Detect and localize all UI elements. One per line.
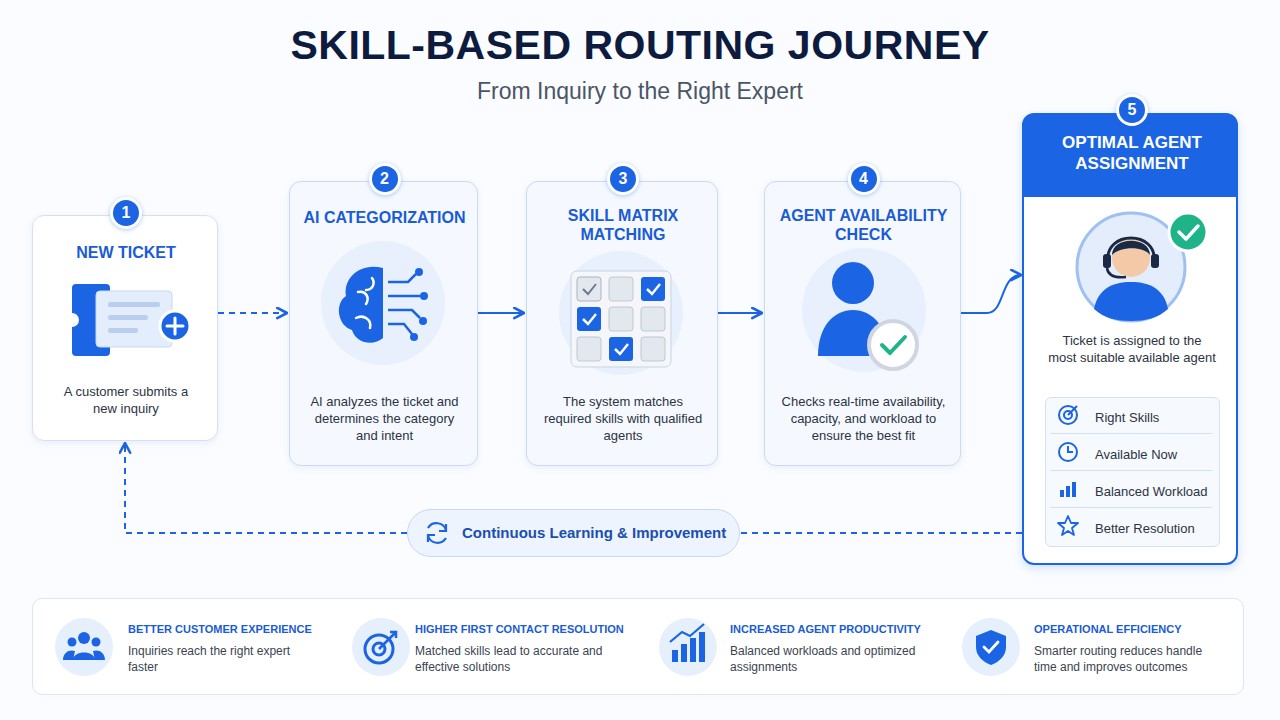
diagram-title: SKILL-BASED ROUTING JOURNEY — [0, 22, 1280, 69]
step-heading: OPTIMAL AGENT ASSIGNMENT — [1042, 132, 1222, 174]
flow-connector — [740, 532, 1022, 534]
step-description: Ticket is assigned to the most suitable … — [1047, 332, 1217, 366]
step-heading: AI CATEGORIZATION — [295, 208, 475, 227]
step-number: 4 — [848, 163, 880, 195]
flow-connector — [718, 312, 762, 314]
benefit-heading: OPERATIONAL EFFICIENCY — [1034, 622, 1182, 636]
list-item: Right Skills — [1095, 410, 1159, 426]
step-heading: SKILL MATRIX MATCHING — [558, 206, 688, 244]
benefit-list: Right SkillsAvailable NowBalanced Worklo… — [1045, 397, 1220, 547]
benefit-description: Inquiries reach the right expert faster — [128, 643, 318, 675]
result-box: 5OPTIMAL AGENT ASSIGNMENTTicket is assig… — [1022, 113, 1238, 565]
benefit-band: BETTER CUSTOMER EXPERIENCE Inquiries reac… — [32, 598, 1244, 695]
process-box: 1NEW TICKETA customer submits a new inqu… — [32, 215, 218, 441]
flow-connector — [478, 312, 524, 314]
feedback-pill: Continuous Learning & Improvement — [407, 509, 740, 557]
benefit-description: Matched skills lead to accurate and effe… — [415, 643, 605, 675]
loop-label: Continuous Learning & Improvement — [462, 524, 726, 542]
list-item: Better Resolution — [1095, 521, 1195, 537]
step-description: A customer submits a new inquiry — [51, 383, 201, 417]
list-item: Balanced Workload — [1095, 484, 1208, 500]
flow-connector — [218, 312, 287, 314]
benefit-heading: INCREASED AGENT PRODUCTIVITY — [730, 622, 921, 636]
benefit-heading: HIGHER FIRST CONTACT RESOLUTION — [415, 622, 624, 636]
step-heading: NEW TICKET — [38, 243, 214, 262]
step-description: Checks real-time availability, capacity,… — [773, 393, 955, 444]
step-number: 1 — [110, 197, 142, 229]
step-description: AI analyzes the ticket and determines th… — [305, 393, 465, 444]
list-item: Available Now — [1095, 447, 1177, 463]
flow-connector — [961, 275, 1021, 313]
benefit-heading: BETTER CUSTOMER EXPERIENCE — [128, 622, 312, 636]
step-number: 5 — [1116, 94, 1148, 126]
benefit-description: Balanced workloads and optimized assignm… — [730, 643, 920, 675]
diagram-subtitle: From Inquiry to the Right Expert — [0, 78, 1280, 105]
step-number: 3 — [607, 163, 639, 195]
step-heading: AGENT AVAILABILITY CHECK — [773, 206, 955, 244]
process-box: 2AI CATEGORIZATIONAI analyzes the ticket… — [289, 181, 478, 466]
process-box: 3SKILL MATRIX MATCHINGThe system matches… — [526, 181, 718, 466]
process-box: 4AGENT AVAILABILITY CHECKChecks real-tim… — [764, 181, 961, 466]
step-description: The system matches required skills with … — [543, 393, 703, 444]
step-number: 2 — [369, 163, 401, 195]
benefit-description: Smarter routing reduces handle time and … — [1034, 643, 1224, 675]
